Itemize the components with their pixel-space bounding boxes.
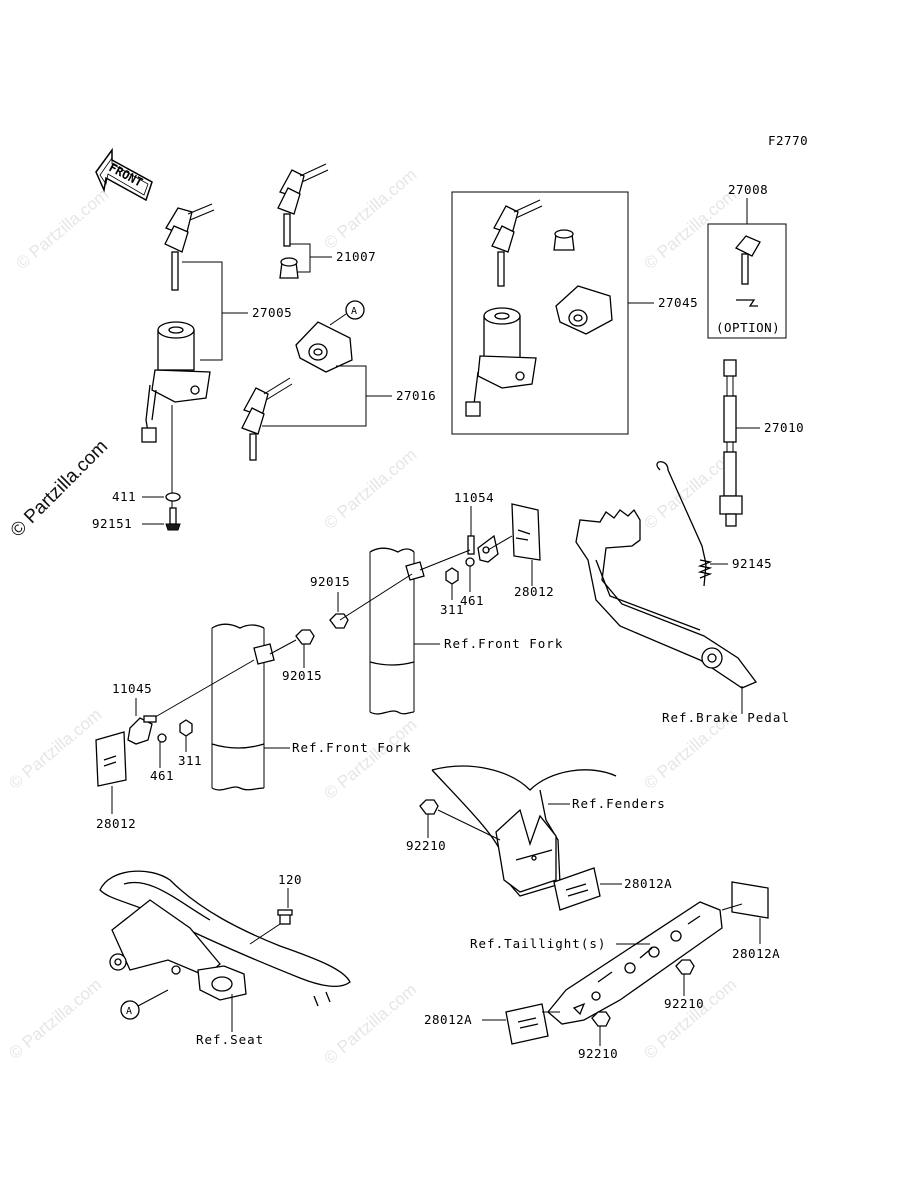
watermark: © Partzilla.com <box>5 705 105 793</box>
part-label-21007: 21007 <box>336 249 376 264</box>
nut-92015-lower <box>295 629 315 645</box>
bolt-120 <box>277 909 293 925</box>
watermark: © Partzilla.com <box>640 975 740 1063</box>
nut-311-lower <box>179 719 193 737</box>
seat-lock-27016 <box>295 321 353 373</box>
brake-switch-27010 <box>719 359 743 527</box>
part-label-461-lower: 461 <box>150 768 174 783</box>
circle-a-lower: A <box>120 1000 140 1020</box>
washer-411 <box>165 492 181 502</box>
circle-a-upper: A <box>345 300 365 320</box>
nut-92210-mid <box>675 959 695 975</box>
ref-brake-pedal: Ref.Brake Pedal <box>662 710 790 725</box>
part-label-27010: 27010 <box>764 420 804 435</box>
taillight-bracket <box>547 901 723 1025</box>
watermark: © Partzilla.com <box>320 165 420 253</box>
part-label-92210-bottom: 92210 <box>578 1046 618 1061</box>
part-label-92015-lower: 92015 <box>282 668 322 683</box>
ignition-switch-27005 <box>141 321 211 443</box>
washer-461-lower <box>157 733 167 743</box>
watermark: © Partzilla.com <box>5 975 105 1063</box>
watermark: © Partzilla.com <box>320 980 420 1068</box>
part-label-311-upper: 311 <box>440 602 464 617</box>
front-fork-lower <box>211 623 275 791</box>
part-label-92210-upper: 92210 <box>406 838 446 853</box>
bracket-11054 <box>467 534 499 563</box>
part-label-311-lower: 311 <box>178 753 202 768</box>
ref-front-fork-lower: Ref.Front Fork <box>292 740 411 755</box>
part-label-120: 120 <box>278 872 302 887</box>
part-label-92210-mid: 92210 <box>664 996 704 1011</box>
lock-set-27045 <box>465 199 613 417</box>
part-label-28012A-bottom: 28012A <box>424 1012 472 1027</box>
bracket-11045 <box>127 715 157 745</box>
part-label-11054: 11054 <box>454 490 494 505</box>
reflector-28012A-bottom <box>505 1003 549 1045</box>
spring-92145 <box>656 461 713 587</box>
part-label-92151: 92151 <box>92 516 132 531</box>
ref-front-fork-upper: Ref.Front Fork <box>444 636 563 651</box>
key-set-21007 <box>277 163 329 279</box>
brake-pedal <box>575 508 758 689</box>
part-label-28012A-right: 28012A <box>732 946 780 961</box>
washer-461-upper <box>465 557 475 567</box>
nut-311-upper <box>445 567 459 585</box>
ref-seat: Ref.Seat <box>196 1032 264 1047</box>
option-label: (OPTION) <box>716 320 780 335</box>
nut-92210-upper <box>419 799 439 815</box>
reflector-28012-upper <box>511 503 541 561</box>
part-label-27008: 27008 <box>728 182 768 197</box>
watermark: © Partzilla.com <box>320 445 420 533</box>
part-label-27016: 27016 <box>396 388 436 403</box>
diagram-code: F2770 <box>768 133 808 148</box>
watermark: © Partzilla.com <box>12 185 112 273</box>
screw-92151 <box>165 507 181 531</box>
nut-92210-bottom <box>591 1011 611 1027</box>
part-label-411: 411 <box>112 489 136 504</box>
reflector-28012A-mid <box>553 867 601 911</box>
part-label-92145: 92145 <box>732 556 772 571</box>
reflector-28012-lower <box>95 731 127 787</box>
svg-text:A: A <box>351 306 357 317</box>
front-fork-upper <box>369 547 425 715</box>
ignition-key-27005 <box>164 203 215 291</box>
part-label-11045: 11045 <box>112 681 152 696</box>
seat-grab-rail <box>99 870 351 1007</box>
part-label-92015-upper: 92015 <box>310 574 350 589</box>
option-key-27008 <box>734 235 761 307</box>
part-label-27005: 27005 <box>252 305 292 320</box>
part-label-461-upper: 461 <box>460 593 484 608</box>
lock-set-box-27045 <box>451 191 629 435</box>
reflector-28012A-right <box>731 881 769 919</box>
option-key-box <box>707 223 787 339</box>
watermark: © Partzilla.com <box>320 715 420 803</box>
part-label-28012-upper: 28012 <box>514 584 554 599</box>
part-label-27045: 27045 <box>658 295 698 310</box>
ref-fenders: Ref.Fenders <box>572 796 666 811</box>
key-set-27016 <box>241 377 293 461</box>
part-label-28012-lower: 28012 <box>96 816 136 831</box>
watermark: © Partzilla.com <box>640 185 740 273</box>
part-label-28012A-mid: 28012A <box>624 876 672 891</box>
ref-taillight: Ref.Taillight(s) <box>470 936 606 951</box>
svg-text:A: A <box>126 1006 132 1017</box>
